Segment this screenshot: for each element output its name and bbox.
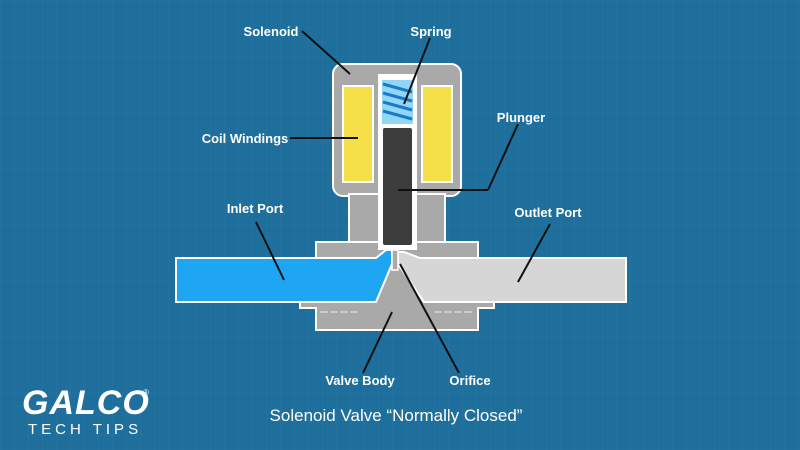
label-spring: Spring — [410, 24, 451, 39]
logo-wordmark: GALCO — [22, 384, 150, 422]
label-solenoid: Solenoid — [244, 24, 299, 39]
label-inlet-port: Inlet Port — [227, 201, 284, 216]
orifice-seat — [391, 249, 399, 271]
leader-lines — [255, 30, 551, 374]
coil-winding-right — [421, 85, 453, 183]
coil-winding-left — [342, 85, 374, 183]
label-coil-windings: Coil Windings — [202, 131, 289, 146]
diagram-caption: Solenoid Valve “Normally Closed” — [270, 406, 523, 425]
plunger — [383, 128, 412, 245]
inlet-passage — [175, 249, 393, 303]
galco-tech-tips-logo: GALCO ® TECH TIPS — [22, 384, 150, 438]
logo-registered-mark: ® — [143, 388, 149, 397]
label-outlet-port: Outlet Port — [514, 205, 582, 220]
spring-coils — [382, 82, 413, 121]
label-orifice: Orifice — [449, 373, 490, 388]
label-plunger: Plunger — [497, 110, 545, 125]
label-valve-body: Valve Body — [325, 373, 395, 388]
outlet-passage — [397, 251, 627, 303]
logo-tagline: TECH TIPS — [28, 421, 142, 438]
